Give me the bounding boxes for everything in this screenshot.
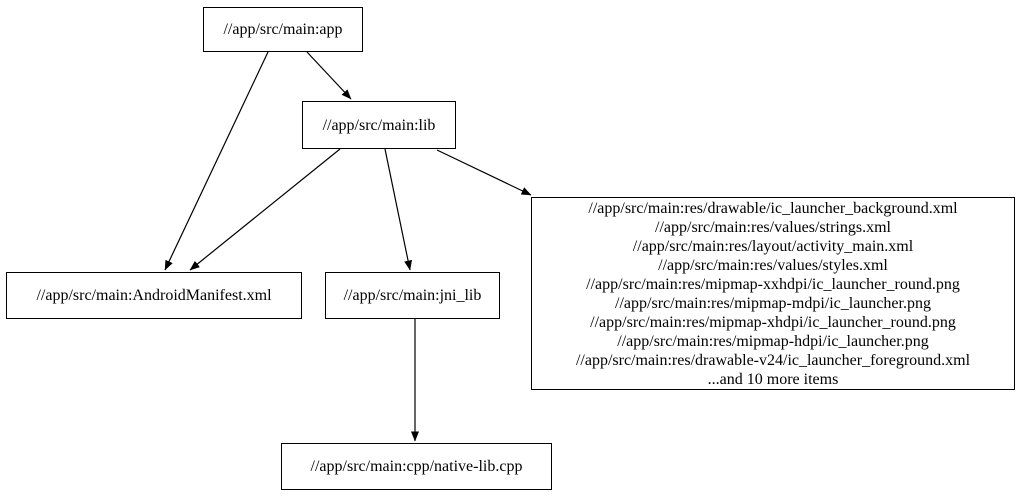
res-file-line: //app/src/main:res/mipmap-xxhdpi/ic_laun… bbox=[586, 275, 960, 293]
node-jni-lib-label: //app/src/main:jni_lib bbox=[343, 287, 482, 304]
res-more-items-line: ...and 10 more items bbox=[707, 370, 839, 388]
edge-lib-to-res-group bbox=[436, 149, 532, 196]
node-native-lib-cpp-label: //app/src/main:cpp/native-lib.cpp bbox=[310, 458, 523, 475]
edge-app-to-manifest bbox=[164, 51, 269, 271]
node-app-label: //app/src/main:app bbox=[223, 21, 343, 38]
edge-lib-to-manifest bbox=[189, 148, 341, 271]
node-android-manifest-label: //app/src/main:AndroidManifest.xml bbox=[36, 287, 272, 304]
res-file-line: //app/src/main:res/mipmap-hdpi/ic_launch… bbox=[617, 332, 929, 350]
res-file-line: //app/src/main:res/drawable/ic_launcher_… bbox=[588, 199, 958, 217]
edge-lib-to-jni-lib bbox=[384, 148, 412, 271]
res-file-line: //app/src/main:res/drawable-v24/ic_launc… bbox=[575, 351, 971, 369]
edge-app-to-lib bbox=[306, 51, 352, 100]
res-file-line: //app/src/main:res/values/strings.xml bbox=[655, 218, 891, 236]
res-file-line: //app/src/main:res/values/styles.xml bbox=[658, 256, 888, 274]
node-resources-group: //app/src/main:res/drawable/ic_launcher_… bbox=[531, 197, 1015, 390]
node-lib-label: //app/src/main:lib bbox=[322, 116, 436, 134]
node-jni-lib: //app/src/main:jni_lib bbox=[325, 272, 500, 319]
node-app: //app/src/main:app bbox=[203, 7, 363, 52]
res-file-line: //app/src/main:res/mipmap-mdpi/ic_launch… bbox=[615, 294, 931, 312]
res-file-line: //app/src/main:res/mipmap-xhdpi/ic_launc… bbox=[590, 313, 956, 331]
node-android-manifest: //app/src/main:AndroidManifest.xml bbox=[6, 272, 302, 319]
node-native-lib-cpp: //app/src/main:cpp/native-lib.cpp bbox=[281, 443, 552, 490]
node-lib: //app/src/main:lib bbox=[302, 101, 456, 149]
res-file-line: //app/src/main:res/layout/activity_main.… bbox=[632, 237, 914, 255]
